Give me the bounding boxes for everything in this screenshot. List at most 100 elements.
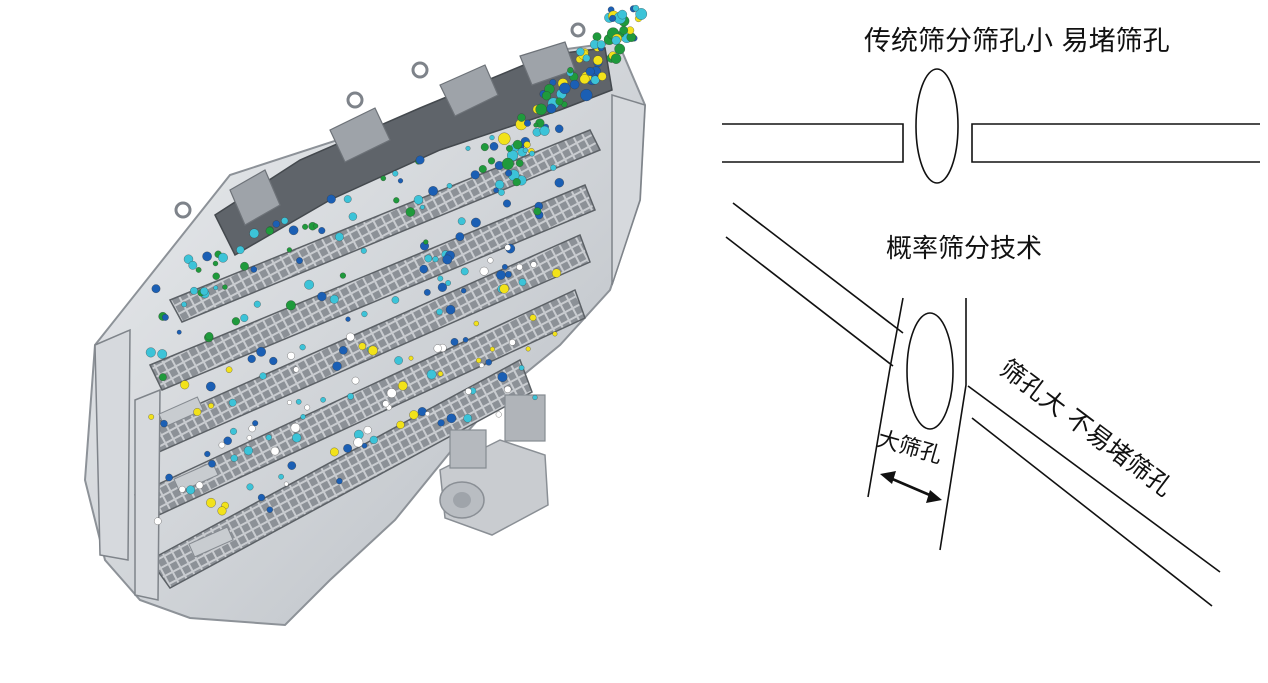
particle: [361, 442, 368, 449]
particle: [457, 217, 466, 226]
particle: [392, 170, 399, 177]
particle: [635, 8, 648, 20]
traditional-left-channel: [722, 123, 904, 163]
probability-left-wall: [867, 297, 904, 498]
particle: [213, 285, 219, 291]
particle: [423, 289, 431, 296]
particle: [632, 4, 640, 12]
particle: [205, 332, 214, 341]
particle: [436, 308, 443, 316]
particle: [154, 517, 162, 525]
particle: [278, 473, 284, 480]
particle: [159, 373, 167, 381]
particle: [200, 287, 209, 296]
particle: [193, 408, 202, 416]
particle: [437, 419, 445, 427]
particle: [478, 165, 487, 174]
particle: [493, 187, 499, 194]
side-frames: [94, 93, 646, 601]
particle: [479, 266, 489, 276]
particle: [292, 433, 302, 443]
particle: [345, 316, 351, 322]
particle: [217, 506, 227, 516]
particle: [610, 53, 622, 64]
particle: [479, 362, 485, 368]
particle: [499, 284, 509, 294]
particle: [223, 436, 232, 445]
particle: [206, 381, 216, 392]
particle: [576, 47, 585, 56]
particle: [518, 278, 527, 287]
particle: [593, 55, 603, 66]
particle: [505, 271, 512, 278]
particle: [218, 441, 226, 449]
particle: [347, 393, 354, 400]
probability-label: 概率筛分技术: [886, 234, 1042, 264]
particle: [398, 381, 408, 391]
particle: [570, 79, 580, 90]
particle: [506, 145, 513, 152]
particle: [512, 178, 521, 187]
particle: [473, 320, 479, 327]
particle: [391, 296, 400, 304]
particle: [476, 357, 482, 364]
particle: [257, 493, 266, 502]
particle: [424, 254, 433, 263]
particle: [579, 74, 590, 85]
particle: [446, 183, 453, 189]
particle: [465, 388, 472, 395]
particle: [498, 132, 511, 145]
particle: [582, 54, 591, 62]
particle: [423, 239, 429, 245]
particle: [363, 426, 372, 435]
particle: [252, 420, 259, 427]
particle: [419, 264, 428, 274]
particle: [489, 135, 495, 141]
particle: [523, 141, 531, 149]
particle: [195, 267, 202, 273]
particle: [225, 366, 233, 373]
particle: [256, 346, 266, 357]
particle: [516, 263, 523, 271]
particle: [339, 346, 348, 355]
aperture-width-arrow: [880, 471, 942, 503]
particle: [250, 266, 258, 273]
particle: [442, 254, 453, 265]
particle: [405, 207, 416, 217]
particle: [335, 232, 344, 242]
particle: [195, 481, 204, 490]
particle: [269, 356, 278, 366]
particle: [382, 400, 390, 408]
particle: [485, 359, 492, 366]
particle: [512, 139, 523, 150]
particle: [551, 268, 562, 278]
particle: [525, 346, 531, 352]
particle: [253, 300, 261, 308]
particle: [287, 461, 297, 470]
particle: [517, 113, 526, 122]
particle: [555, 124, 564, 133]
particle: [596, 40, 606, 49]
particle: [425, 411, 430, 417]
particle: [546, 103, 557, 114]
particle: [437, 282, 447, 292]
particle: [296, 257, 303, 264]
particle: [504, 244, 511, 251]
particle: [343, 444, 352, 453]
particle: [455, 232, 465, 242]
particle: [460, 267, 469, 276]
particle: [505, 169, 513, 177]
particle: [283, 481, 289, 487]
top-beams: [229, 41, 576, 226]
particle: [550, 164, 557, 171]
particle: [590, 75, 600, 85]
particle: [522, 147, 528, 153]
particle: [611, 35, 621, 45]
probability-upper-left-line: [732, 202, 904, 334]
probability-right-wall: [939, 298, 967, 551]
particle: [249, 228, 260, 239]
particle: [183, 254, 194, 264]
particle: [498, 189, 505, 196]
particle: [495, 180, 505, 190]
